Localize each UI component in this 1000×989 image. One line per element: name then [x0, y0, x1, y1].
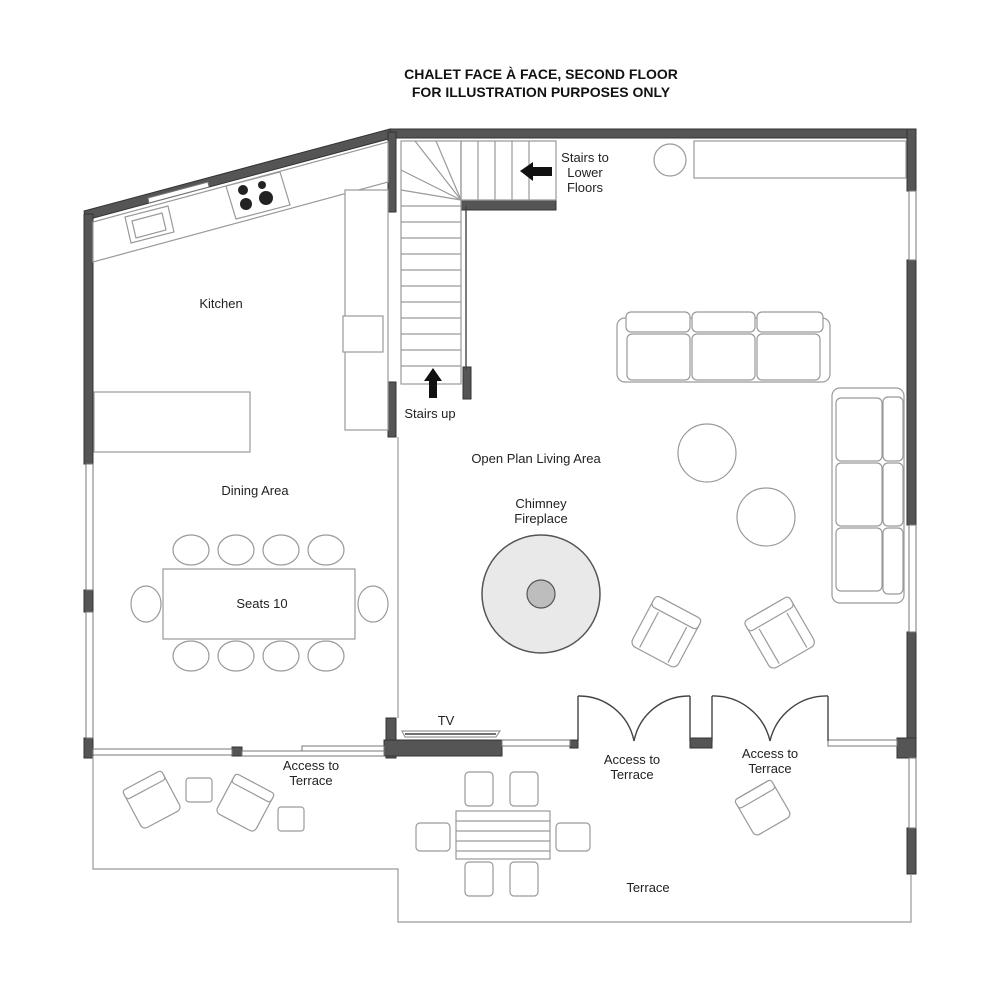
kitchen-island — [93, 391, 251, 453]
stair-treads — [400, 140, 530, 367]
wall-bottom-post — [231, 746, 243, 757]
label-stairs-lower-1: Stairs to — [561, 150, 609, 165]
sofa-top — [616, 311, 831, 383]
armchair-right — [744, 596, 815, 669]
terrace-outline — [92, 756, 912, 923]
label-open-plan-living: Open Plan Living Area — [471, 451, 601, 466]
window-right-2 — [908, 524, 917, 633]
window-left-1 — [85, 463, 94, 591]
dining-table — [162, 568, 356, 640]
wall-right-upper — [906, 128, 917, 192]
wall-right-mid — [906, 259, 917, 526]
wall-bottom-center — [383, 739, 503, 757]
kitchen-sink — [124, 205, 175, 244]
terrace-table — [455, 810, 551, 860]
sofa-right — [831, 387, 905, 604]
plan-title-line1: CHALET FACE À FACE, SECOND FLOOR — [404, 66, 678, 82]
wall-left-lower — [83, 737, 94, 759]
staircase — [400, 140, 557, 398]
label-access-terrace-right-2: Terrace — [748, 761, 791, 776]
sliding-door-panel — [301, 745, 385, 752]
label-access-terrace-mid-1: Access to — [604, 752, 660, 767]
hob-ring-3 — [240, 198, 252, 210]
window-right-1 — [908, 190, 917, 261]
wall-right-terrace — [906, 827, 917, 875]
wall-partition-mid — [387, 381, 397, 438]
wall-bottom-post3 — [689, 737, 713, 749]
stair-flight-main — [400, 140, 462, 385]
label-kitchen: Kitchen — [199, 296, 242, 311]
label-chimney-2: Fireplace — [514, 511, 567, 526]
dining-chair-end-left — [130, 585, 162, 623]
wall-stair-top — [459, 199, 557, 211]
fireplace-flue — [526, 579, 556, 609]
wall-bottom-post2 — [569, 739, 579, 749]
label-terrace: Terrace — [626, 880, 669, 895]
bar-counter — [693, 140, 907, 179]
label-dining-area: Dining Area — [221, 483, 289, 498]
wall-left-mid — [83, 589, 94, 613]
hob-ring-2 — [258, 181, 266, 189]
dining-chair-end-right — [357, 585, 389, 623]
sliding-door-left — [241, 750, 385, 757]
wall-partition-bottom — [385, 717, 397, 759]
label-seats: Seats 10 — [236, 596, 287, 611]
kitchen-appliance — [342, 315, 384, 353]
terrace-armchair-right — [734, 779, 791, 836]
window-kitchen-1 — [147, 181, 210, 204]
window-bottom-2 — [501, 739, 571, 747]
window-right-3 — [908, 757, 917, 829]
bar-stool — [653, 143, 687, 177]
dining-chairs-top — [172, 534, 345, 566]
door-double-1 — [577, 695, 691, 742]
wall-partition-top — [387, 131, 397, 213]
dining-set — [130, 534, 389, 672]
terrace-dining-set — [415, 771, 591, 897]
living-furniture — [401, 140, 907, 738]
label-access-terrace-left-2: Terrace — [289, 773, 332, 788]
label-access-terrace-mid-2: Terrace — [610, 767, 653, 782]
door-double-2 — [711, 695, 829, 742]
window-bottom-3 — [827, 739, 898, 747]
terrace-furniture-left — [122, 770, 305, 832]
coffee-table-1 — [677, 423, 737, 483]
kitchen-sink-basin — [131, 212, 167, 239]
arrow-up-icon — [424, 368, 442, 398]
window-left-2 — [85, 611, 94, 739]
label-stairs-lower-2: Lower — [567, 165, 603, 180]
label-chimney-1: Chimney — [515, 496, 567, 511]
hob-ring-4 — [259, 191, 273, 205]
label-access-terrace-left-1: Access to — [283, 758, 339, 773]
armchair-left — [631, 595, 702, 668]
coffee-table-2 — [736, 487, 796, 547]
wall-bottom-corner — [896, 737, 917, 759]
wall-left-upper — [83, 213, 94, 465]
label-stairs-lower-3: Floors — [567, 180, 604, 195]
label-access-terrace-right-1: Access to — [742, 746, 798, 761]
dining-chairs-bottom — [172, 640, 345, 672]
arrow-left-icon — [520, 162, 552, 181]
hob-ring-1 — [238, 185, 248, 195]
plan-title-line2: FOR ILLUSTRATION PURPOSES ONLY — [412, 84, 671, 100]
label-tv: TV — [438, 713, 455, 728]
wall-stair-post — [462, 366, 472, 400]
kitchen-fixtures — [92, 141, 389, 453]
kitchen-tall-units — [344, 189, 389, 431]
windows — [85, 181, 917, 829]
label-stairs-up: Stairs up — [404, 406, 455, 421]
wall-top-right — [389, 128, 917, 139]
window-bottom-1 — [92, 748, 233, 756]
